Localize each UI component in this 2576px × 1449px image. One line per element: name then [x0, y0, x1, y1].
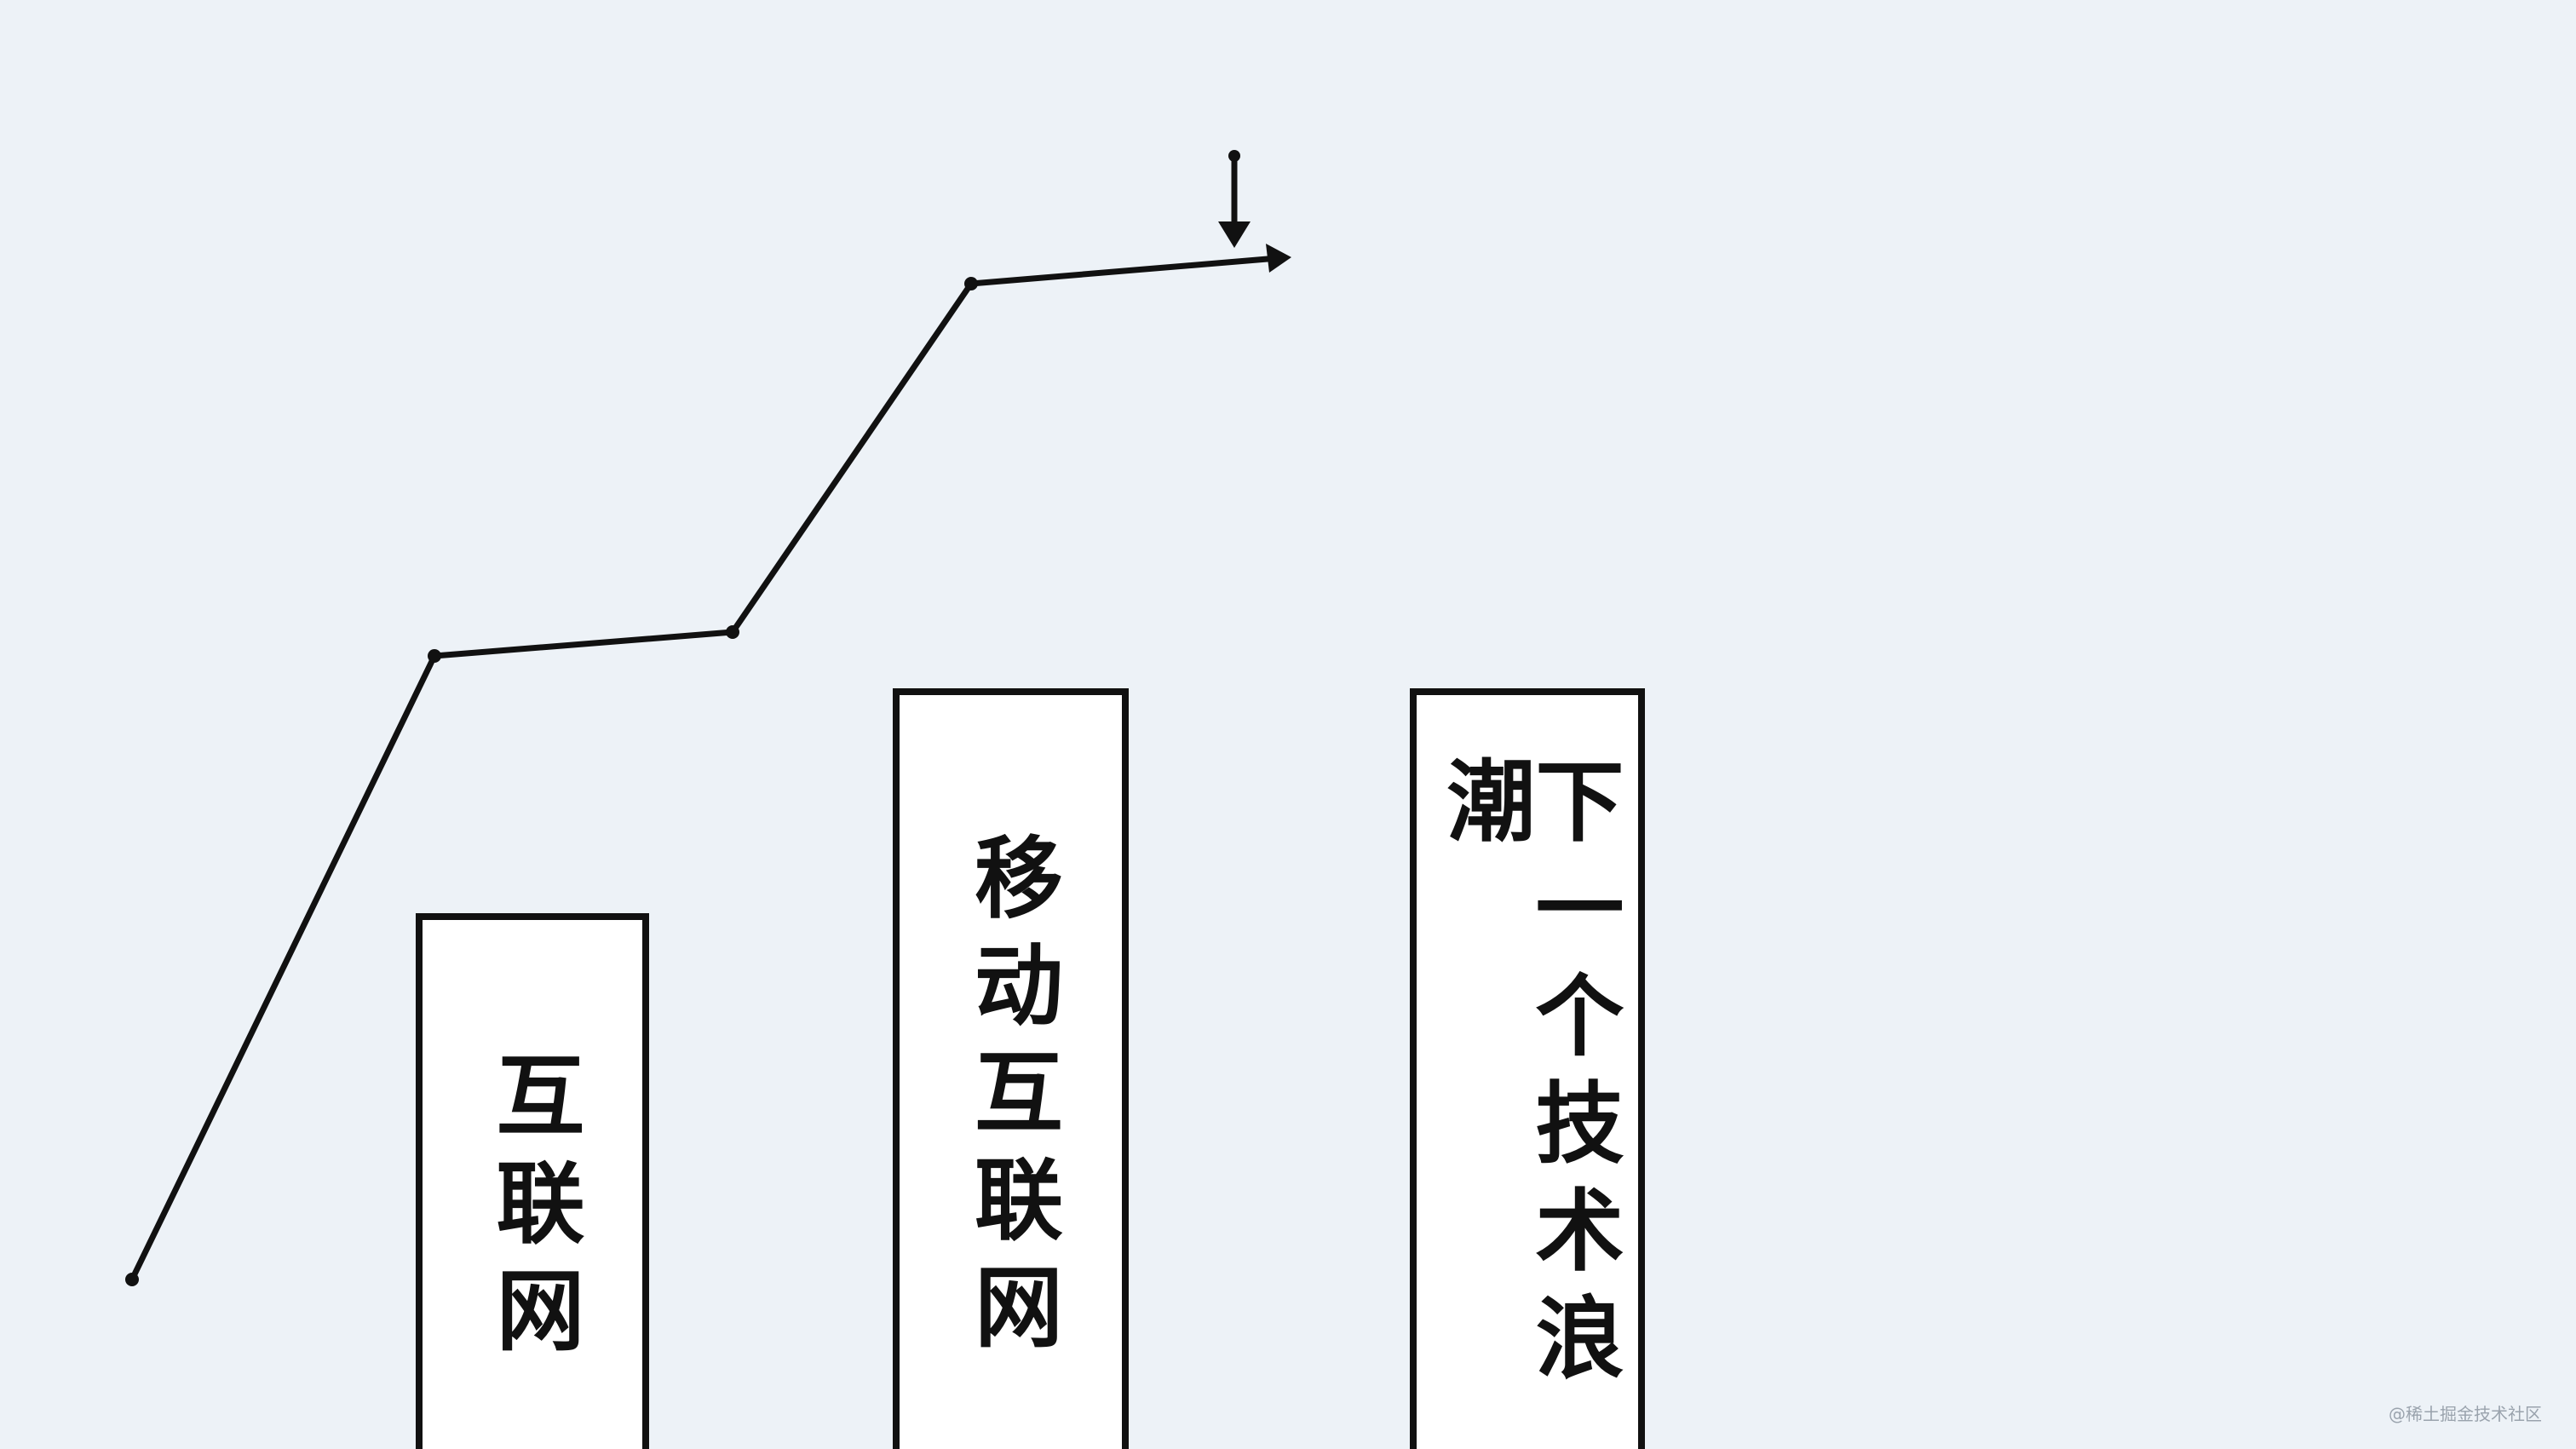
trend-arrowhead-icon [1266, 244, 1291, 273]
bar-next-tech-wave: 下一个技术浪潮 [1410, 688, 1645, 1449]
trend-vertex-dot [726, 625, 739, 639]
watermark: @稀土掘金技术社区 [2389, 1404, 2542, 1424]
bar-next-tech-wave-label: 下一个技术浪潮 [1431, 755, 1624, 1399]
trend-vertex-dot [964, 277, 978, 290]
bar-internet: 互联网 [416, 913, 649, 1449]
bar-mobile-internet: 移动互联网 [893, 688, 1129, 1449]
bar-mobile-internet-label: 移动互联网 [958, 831, 1064, 1368]
trend-vertex-dot [428, 649, 441, 663]
bar-internet-label: 互联网 [480, 1049, 585, 1371]
pointer-arrow-tail-dot [1228, 150, 1240, 162]
pointer-arrowhead-icon [1218, 221, 1251, 248]
trend-start-dot [125, 1273, 139, 1286]
